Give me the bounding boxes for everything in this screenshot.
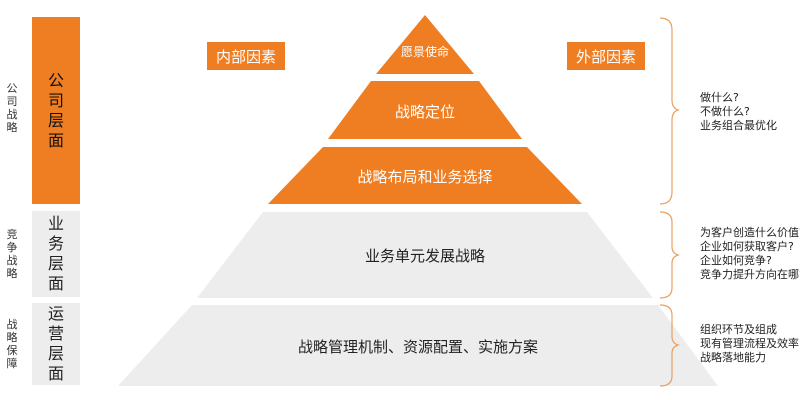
note-line: 企业如何获取客户?	[700, 240, 794, 253]
layer-label-business: 业务层面	[48, 214, 65, 293]
internal-factors-label: 内部因素	[207, 42, 285, 70]
outer-label-strategy-support: 战略保障	[6, 318, 18, 370]
pyramid-label-positioning: 战略定位	[394, 103, 456, 121]
note-line: 不做什么?	[700, 105, 750, 118]
note-line: 企业如何竞争?	[700, 254, 772, 267]
layer-box-business: 业务层面	[32, 211, 80, 297]
note-line: 战略落地能力	[700, 351, 766, 364]
note-line: 组织环节及组成	[700, 323, 777, 336]
external-factors-label: 外部因素	[567, 42, 645, 70]
bracket-business	[659, 211, 680, 299]
pyramid-tier-vision	[376, 15, 474, 74]
pyramid-tier-business-unit	[197, 212, 653, 298]
note-line: 竞争力提升方向在哪?	[700, 268, 800, 281]
note-line: 现有管理流程及效率	[700, 337, 799, 350]
pyramid-tier-layout	[268, 147, 582, 204]
pyramid-label-management: 战略管理机制、资源配置、实施方案	[297, 338, 539, 356]
note-line: 为客户创造什么价值?	[700, 226, 800, 239]
bracket-corporate	[659, 17, 680, 205]
outer-label-competitive-strategy: 竞争战略	[6, 228, 18, 280]
layer-box-corporate: 公司层面	[32, 17, 80, 204]
note-line: 做什么?	[700, 91, 739, 104]
notes-corporate: 做什么? 不做什么? 业务组合最优化	[700, 91, 777, 133]
pyramid-label-business-unit: 业务单元发展战略	[364, 247, 486, 265]
pyramid-tier-positioning	[328, 81, 522, 139]
bracket-operation	[659, 304, 680, 387]
layer-label-corporate: 公司层面	[48, 70, 65, 150]
notes-operation: 组织环节及组成 现有管理流程及效率 战略落地能力	[700, 323, 799, 365]
outer-label-corporate-strategy: 公司战略	[6, 82, 18, 134]
pyramid-label-layout: 战略布局和业务选择	[357, 168, 493, 186]
note-line: 业务组合最优化	[700, 119, 777, 132]
layer-box-operation: 运营层面	[32, 303, 80, 385]
layer-label-operation: 运营层面	[48, 304, 65, 383]
pyramid-label-vision: 愿景使命	[400, 45, 450, 59]
pyramid-tier-management	[118, 305, 718, 386]
notes-business: 为客户创造什么价值? 企业如何获取客户? 企业如何竞争? 竞争力提升方向在哪?	[700, 226, 800, 282]
